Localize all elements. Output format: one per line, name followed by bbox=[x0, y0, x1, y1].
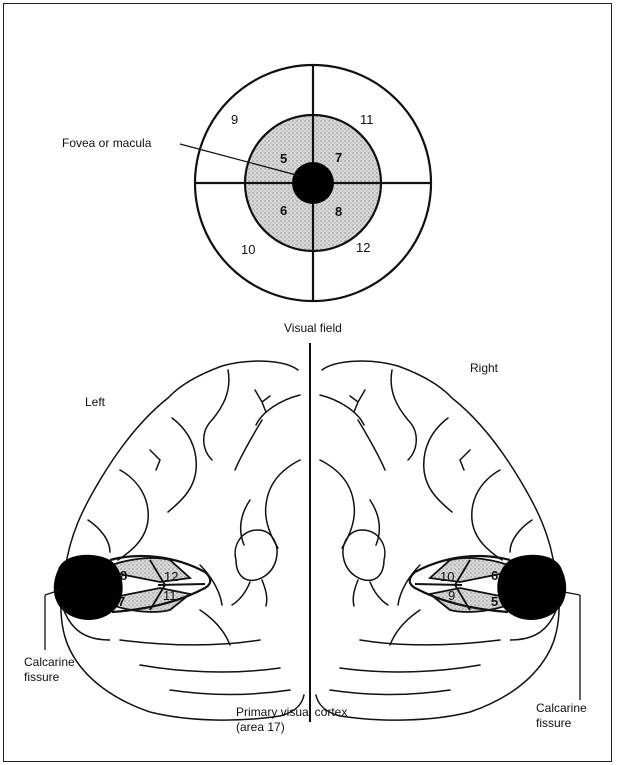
field-quadrant-7: 7 bbox=[335, 150, 342, 165]
right-hemisphere bbox=[316, 361, 580, 720]
fovea-disc bbox=[292, 162, 334, 204]
left-hemisphere-outline bbox=[61, 361, 304, 720]
visual-field-diagram: Fovea or macula 9 11 10 12 5 7 6 8 Visua… bbox=[62, 65, 431, 335]
field-quadrant-5: 5 bbox=[280, 151, 287, 166]
left-hemisphere bbox=[61, 361, 304, 720]
fovea-label: Fovea or macula bbox=[62, 136, 152, 150]
field-quadrant-6: 6 bbox=[280, 203, 287, 218]
primary-cortex-label-line1: Primary visual cortex bbox=[236, 705, 347, 719]
left-cortex-8: 8 bbox=[120, 568, 127, 583]
right-temporal-pole bbox=[343, 530, 385, 580]
right-cortex-5: 5 bbox=[491, 594, 498, 609]
field-quadrant-8: 8 bbox=[335, 204, 342, 219]
right-hemisphere-outline bbox=[316, 361, 559, 720]
field-quadrant-12: 12 bbox=[356, 240, 370, 255]
left-occipital-region: 8 7 12 11 bbox=[45, 555, 210, 650]
right-cortex-10: 10 bbox=[440, 569, 454, 584]
calcarine-right-label-line2: fissure bbox=[536, 716, 572, 730]
calcarine-right-label-line1: Calcarine bbox=[536, 701, 587, 715]
visual-field-label: Visual field bbox=[284, 321, 342, 335]
primary-cortex-label-line2: (area 17) bbox=[236, 720, 285, 734]
calcarine-left-label-line2: fissure bbox=[24, 670, 60, 684]
left-cortex-12: 12 bbox=[164, 569, 178, 584]
left-cortex-11: 11 bbox=[163, 588, 177, 603]
right-cortex-9: 9 bbox=[448, 588, 455, 603]
field-quadrant-10: 10 bbox=[241, 242, 255, 257]
left-cortex-7: 7 bbox=[118, 594, 125, 609]
right-hemisphere-label: Right bbox=[470, 361, 499, 375]
field-quadrant-11: 11 bbox=[360, 112, 374, 127]
right-cortex-6: 6 bbox=[491, 568, 498, 583]
calcarine-left-label-line1: Calcarine bbox=[24, 655, 75, 669]
field-quadrant-9: 9 bbox=[231, 112, 238, 127]
left-temporal-pole bbox=[235, 530, 277, 580]
left-hemisphere-label: Left bbox=[85, 395, 106, 409]
